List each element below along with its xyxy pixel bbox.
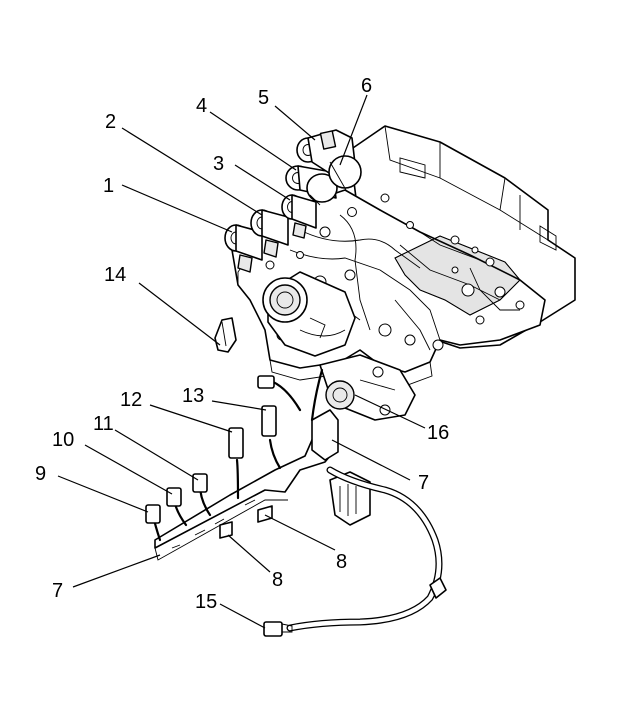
pressure-control-solenoid [262,271,356,357]
callout-8-lower: 8 [272,569,283,591]
connector-15 [263,621,283,637]
callout-10: 10 [52,429,74,451]
callout-15: 15 [195,591,217,613]
connector-12 [228,427,244,459]
callout-7-left: 7 [52,580,63,602]
solenoid-3 [281,194,317,239]
callout-8-upper: 8 [336,551,347,573]
callout-6: 6 [361,75,372,97]
callout-9: 9 [35,463,46,485]
callout-1: 1 [103,175,114,197]
connector-11 [192,473,208,493]
callout-7-right: 7 [418,472,429,494]
callout-5: 5 [258,87,269,109]
callout-11: 11 [93,413,114,435]
callout-12: 12 [120,389,142,411]
callout-13: 13 [182,385,204,407]
valve-body [214,125,576,387]
solenoid-4 [285,165,338,206]
wiring-harness [145,368,447,637]
callout-3: 3 [213,153,224,175]
solenoid-5-6 [296,129,362,191]
callout-2: 2 [105,111,116,133]
connector-9 [145,504,161,524]
connector-13 [261,405,277,437]
solenoid-2 [250,209,289,258]
pressure-switch-assembly [319,354,416,421]
leader-lines [57,94,426,629]
callout-16: 16 [427,422,449,444]
callout-14: 14 [104,264,126,286]
callout-labels: 1 2 3 4 5 6 7 7 8 8 9 10 11 12 13 14 15 … [35,75,449,613]
connector-10 [166,487,182,507]
callout-4: 4 [196,95,207,117]
